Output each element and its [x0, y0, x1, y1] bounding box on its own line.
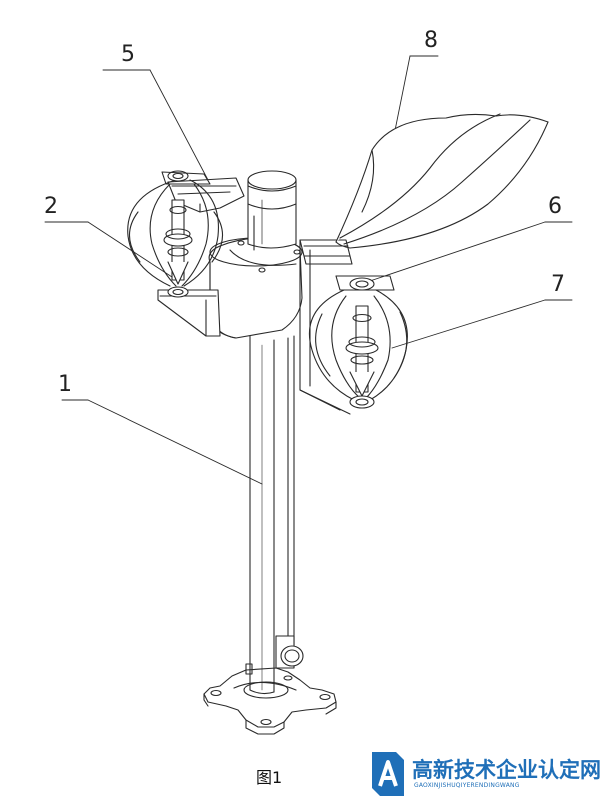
hub — [208, 170, 303, 339]
leader-lines — [44, 55, 573, 485]
watermark-logo-icon — [372, 752, 404, 796]
right-turbine — [308, 275, 408, 409]
watermark-name: 高新技术企业认定网 — [412, 758, 601, 782]
watermark: 高新技术企业认定网 GAOXINJISHUQIYERENDINGWANG — [368, 752, 614, 796]
base-plate — [203, 667, 337, 735]
left-arm — [157, 177, 245, 337]
sail-blades — [335, 113, 549, 249]
left-turbine — [127, 170, 224, 298]
callout-2: 2 — [44, 194, 58, 219]
callout-7: 7 — [551, 272, 565, 297]
watermark-subtitle: GAOXINJISHUQIYERENDINGWANG — [414, 782, 520, 789]
callout-6: 6 — [548, 194, 562, 219]
callout-5: 5 — [121, 42, 135, 67]
callout-1: 1 — [58, 372, 72, 397]
right-arm — [299, 239, 353, 415]
pole — [245, 335, 304, 695]
figure-caption: 图1 — [256, 768, 283, 787]
callout-8: 8 — [424, 28, 438, 53]
